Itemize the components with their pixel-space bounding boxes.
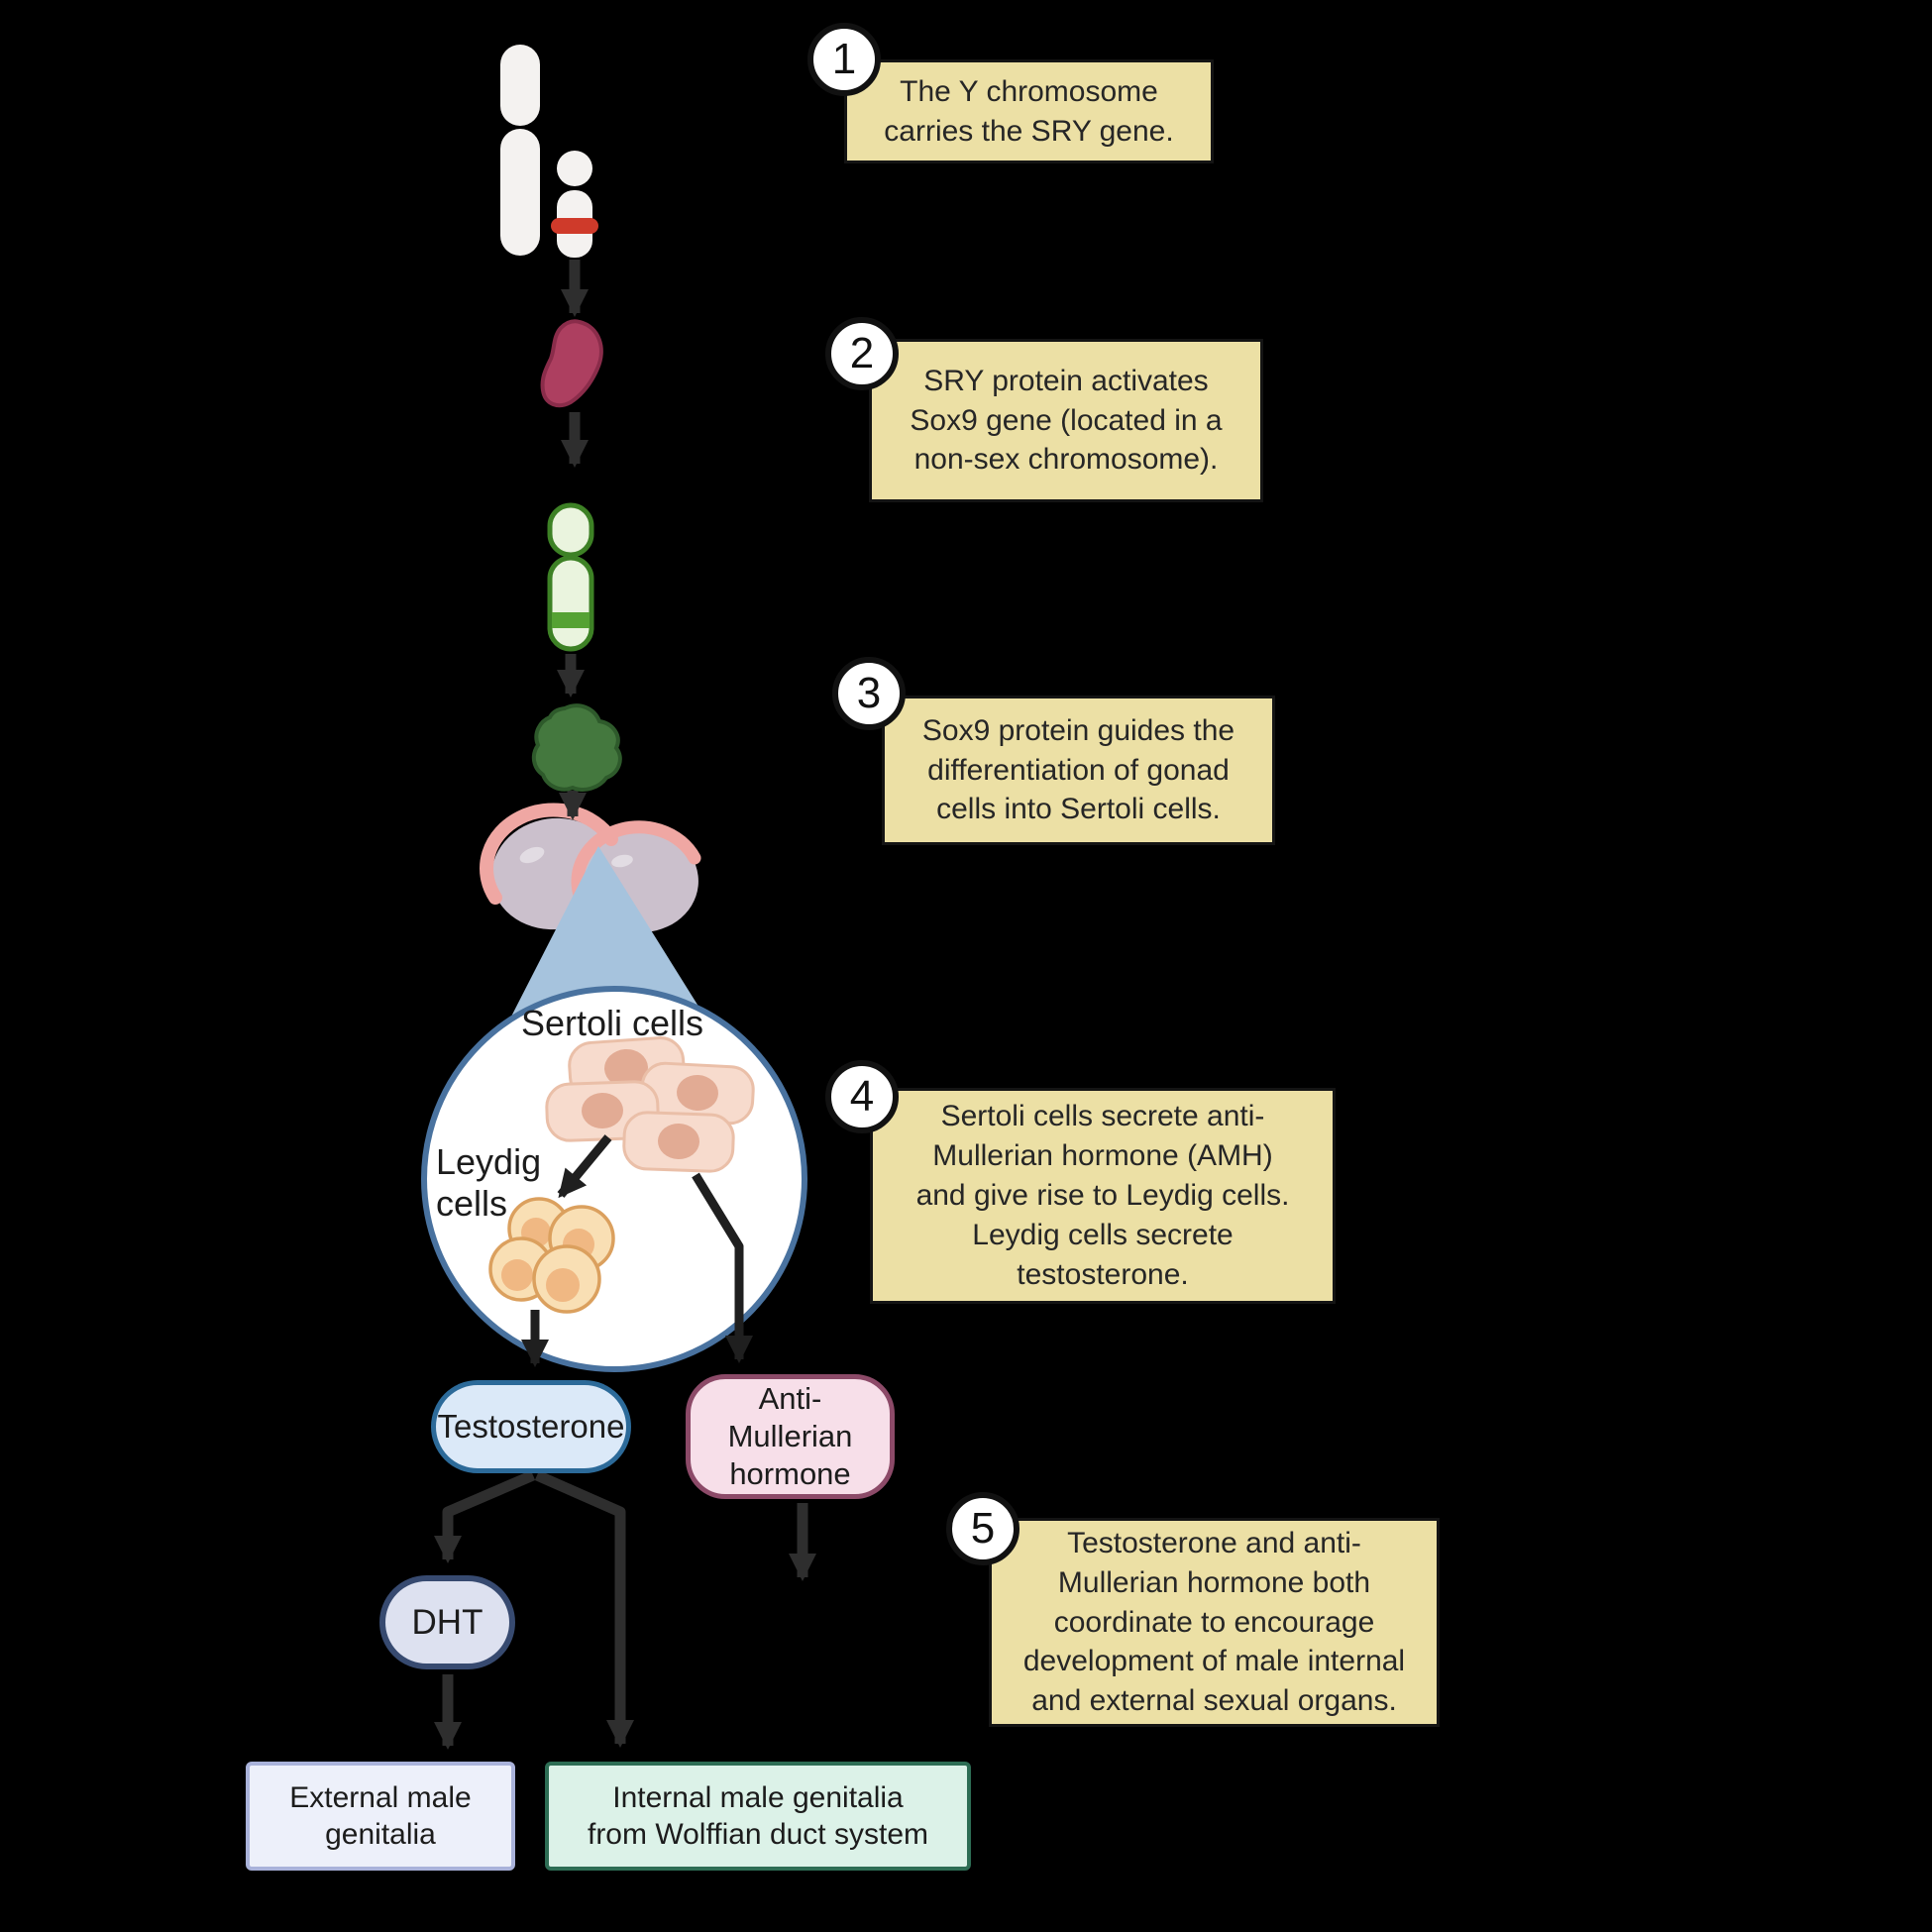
step-2-note: SRY protein activates Sox9 gene (located… bbox=[869, 339, 1263, 502]
gonad-cells-illustration bbox=[479, 803, 701, 933]
sry-protein-icon bbox=[540, 319, 603, 408]
leydig-cells-illustration bbox=[488, 1197, 615, 1314]
step-5-note: Testosterone and anti- Mullerian hormone… bbox=[989, 1518, 1440, 1727]
step-3-badge: 3 bbox=[832, 657, 906, 730]
external-male-genitalia-box: External male genitalia bbox=[246, 1762, 515, 1871]
step-5-badge: 5 bbox=[946, 1492, 1020, 1565]
step-3-note: Sox9 protein guides the differentiation … bbox=[882, 696, 1275, 845]
sertoli-cells-illustration bbox=[545, 1036, 755, 1173]
sox9-gene-band bbox=[552, 612, 590, 628]
arrow-sertoli-to-leydig bbox=[557, 1134, 612, 1199]
x-chromosome-icon bbox=[500, 45, 540, 256]
step-2-badge: 2 bbox=[825, 317, 899, 390]
dht-node: DHT bbox=[379, 1575, 515, 1669]
sry-gene-band bbox=[551, 218, 598, 234]
sox9-chromosome-icon bbox=[547, 502, 594, 652]
step-4-badge: 4 bbox=[825, 1060, 899, 1133]
arrow-sertoli-to-amh bbox=[692, 1172, 753, 1363]
sox9-protein-icon bbox=[531, 703, 622, 792]
y-chromosome-icon bbox=[551, 151, 598, 258]
arrow-testosterone-to-dht bbox=[434, 1469, 536, 1563]
anti-mullerian-hormone-node: Anti- Mullerian hormone bbox=[686, 1374, 895, 1499]
leydig-cells-label: Leydig cells bbox=[436, 1141, 542, 1224]
testosterone-node: Testosterone bbox=[431, 1380, 631, 1473]
internal-male-genitalia-box: Internal male genitalia from Wolffian du… bbox=[545, 1762, 971, 1871]
step-4-note: Sertoli cells secrete anti- Mullerian ho… bbox=[870, 1088, 1336, 1304]
sertoli-cells-label: Sertoli cells bbox=[520, 1003, 704, 1044]
arrow-testosterone-to-internal bbox=[534, 1469, 634, 1748]
step-1-badge: 1 bbox=[807, 23, 881, 96]
step-1-note: The Y chromosome carries the SRY gene. bbox=[844, 59, 1214, 163]
